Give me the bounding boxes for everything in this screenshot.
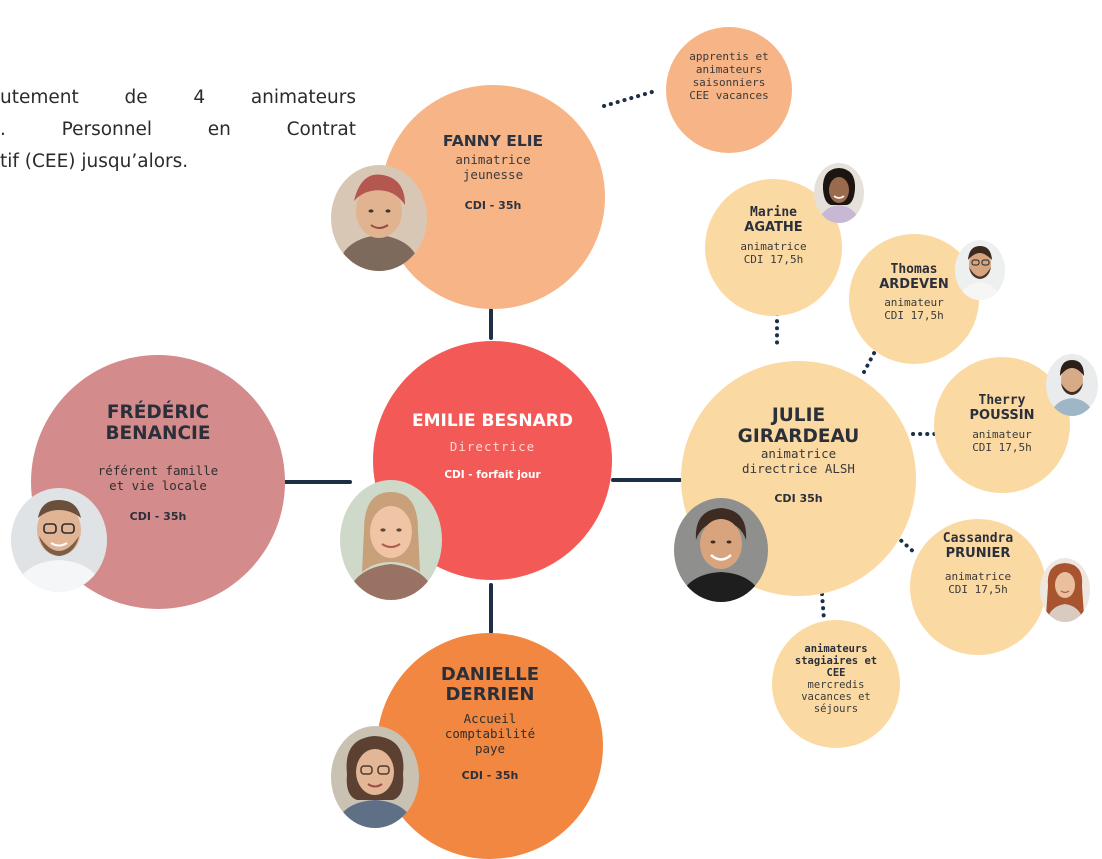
avatar-thomas-ardeven — [955, 240, 1005, 300]
node-first-name: Therry — [978, 393, 1026, 408]
person-photo-icon — [955, 240, 1005, 300]
person-photo-icon — [340, 480, 442, 600]
note-line: animateurs — [695, 63, 763, 76]
person-photo-icon — [11, 488, 107, 592]
avatar-cassandra-prunier — [1040, 558, 1090, 622]
node-role: jeunesse — [462, 167, 524, 183]
note-line: vacances et — [801, 691, 871, 704]
avatar-therry-poussin — [1046, 354, 1098, 416]
node-name: FANNY ELIE — [442, 132, 544, 150]
person-photo-icon — [674, 498, 768, 602]
node-role: animatrice — [944, 570, 1012, 584]
node-role: comptabilité — [444, 726, 536, 742]
note-title: animateurs — [804, 643, 868, 655]
node-name: BENANCIE — [105, 422, 211, 444]
avatar-frederic-benancie — [11, 488, 107, 592]
person-photo-icon — [1046, 354, 1098, 416]
intro-text: utement de 4 animateurs . Personnel en C… — [0, 82, 356, 178]
dotted-link-cassandra-julie — [894, 534, 918, 556]
node-cassandra-prunier: Cassandra PRUNIER animatrice CDI 17,5h — [910, 519, 1046, 655]
intro-line: tif (CEE) jusqu’alors. — [0, 151, 189, 172]
node-role: Accueil — [463, 711, 517, 727]
avatar-marine-agathe — [814, 163, 864, 223]
dotted-link-fanny-apprentis — [602, 90, 654, 108]
note-line: apprentis et — [689, 50, 769, 63]
intro-line: . Personnel en Contrat — [0, 119, 356, 140]
node-name: FRÉDÉRIC — [106, 402, 210, 423]
node-role: animateur — [972, 428, 1032, 442]
node-contract: CDI - 35h — [461, 768, 519, 782]
node-name: GIRARDEAU — [737, 425, 860, 447]
node-first-name: Marine — [750, 205, 797, 220]
node-name: EMILIE BESNARD — [412, 411, 573, 431]
node-contract: CDI - forfait jour — [444, 468, 541, 481]
dotted-link-stagiaires-julie — [820, 592, 826, 622]
avatar-emilie-besnard — [340, 480, 442, 600]
node-contract: CDI 17,5h — [972, 441, 1032, 455]
node-role: et vie locale — [109, 478, 207, 494]
node-first-name: Thomas — [890, 262, 938, 277]
avatar-julie-girardeau — [674, 498, 768, 602]
intro-line: utement de 4 animateurs — [0, 87, 356, 108]
person-photo-icon — [331, 726, 419, 828]
node-contract: CDI 17,5h — [884, 309, 944, 323]
node-last-name: PRUNIER — [945, 545, 1011, 561]
node-last-name: POUSSIN — [969, 407, 1035, 423]
avatar-danielle-derrien — [331, 726, 419, 828]
node-contract: CDI 17,5h — [948, 583, 1008, 597]
node-first-name: Cassandra — [942, 531, 1014, 546]
note-line: CEE vacances — [689, 89, 769, 102]
node-role: animatrice — [455, 152, 531, 168]
note-line: mercredis — [807, 679, 865, 692]
person-photo-icon — [1040, 558, 1090, 622]
node-role: Directrice — [449, 439, 536, 455]
node-last-name: AGATHE — [744, 219, 803, 235]
node-role: animateur — [884, 296, 944, 310]
person-photo-icon — [331, 165, 427, 271]
node-contract: CDI 35h — [774, 491, 823, 505]
node-stagiaires: animateurs stagiaires et CEE mercredis v… — [772, 620, 900, 748]
node-role: référent famille — [97, 463, 219, 479]
note-line: séjours — [813, 703, 859, 716]
node-contract: CDI 17,5h — [743, 253, 804, 267]
node-last-name: ARDEVEN — [879, 276, 949, 292]
node-apprentis: apprentis et animateurs saisonniers CEE … — [666, 27, 792, 153]
note-line: saisonniers — [692, 76, 766, 89]
node-role: paye — [474, 740, 506, 756]
node-role: directrice ALSH — [742, 461, 855, 477]
node-role: animatrice — [760, 446, 837, 462]
note-title: stagiaires et — [794, 654, 878, 667]
node-role: animatrice — [740, 240, 807, 254]
node-name: DERRIEN — [445, 684, 535, 706]
node-contract: CDI - 35h — [464, 198, 522, 212]
person-photo-icon — [814, 163, 864, 223]
note-title: CEE — [826, 666, 846, 679]
node-name: JULIE — [771, 405, 826, 426]
avatar-fanny-elie — [331, 165, 427, 271]
node-thomas-ardeven: Thomas ARDEVEN animateur CDI 17,5h — [849, 234, 979, 364]
node-contract: CDI - 35h — [129, 509, 187, 523]
node-danielle-derrien: DANIELLE DERRIEN Accueil comptabilité pa… — [377, 633, 603, 859]
node-name: DANIELLE — [440, 664, 540, 685]
